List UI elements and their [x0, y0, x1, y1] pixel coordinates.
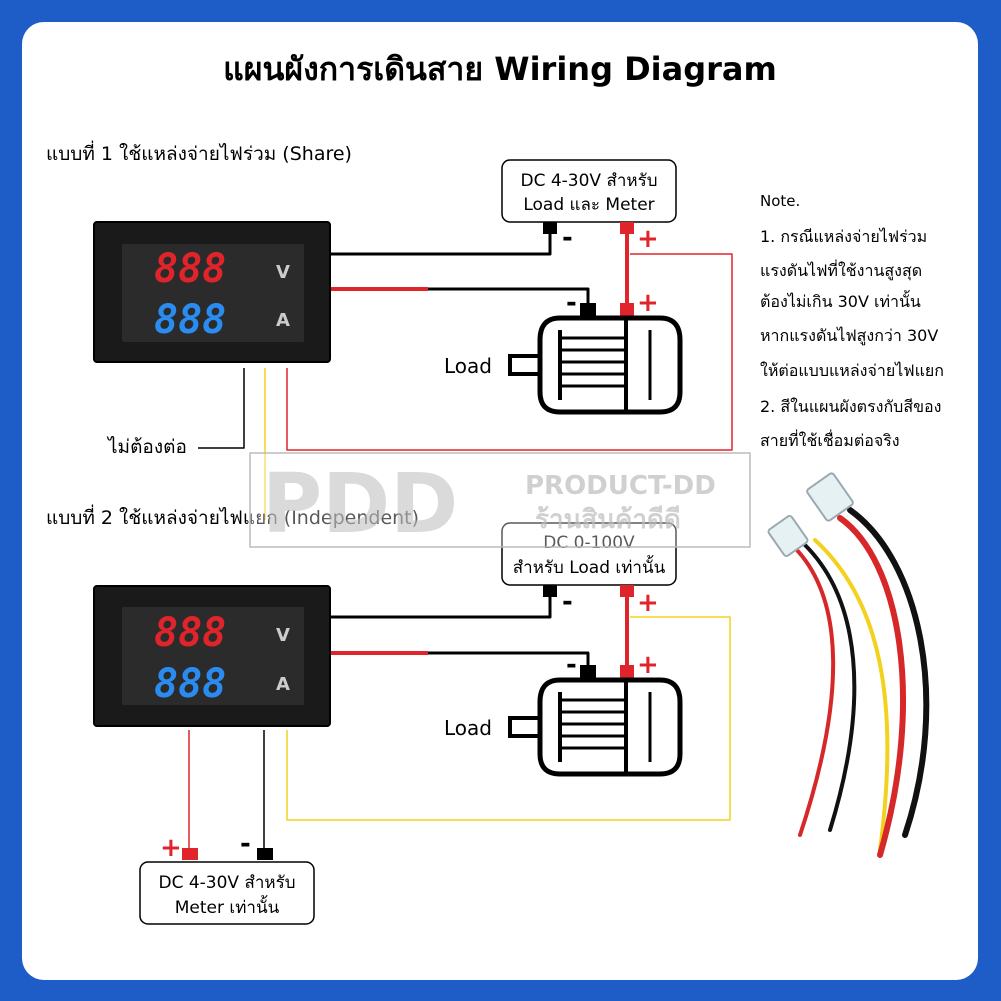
- note-line: 1. กรณีแหล่งจ่ายไฟร่วม: [760, 227, 927, 246]
- watermark: PDD PRODUCT-DD ร้านสินค้าดีดี: [249, 452, 751, 552]
- wire-black-load: [428, 287, 590, 308]
- section1-label: แบบที่ 1 ใช้แหล่งจ่ายไฟร่วม (Share): [46, 140, 352, 165]
- terminal-neg-supply2: [543, 585, 557, 597]
- load-label-2: Load: [444, 716, 492, 740]
- wire-thin-yellow-loop: [286, 616, 731, 821]
- meter-supply-line1: DC 4-30V สำหรับ: [158, 873, 295, 893]
- no-connect-label: ไม่ต้องต่อ: [106, 436, 187, 458]
- note-block: Note. 1. กรณีแหล่งจ่ายไฟร่วม แรงดันไฟที่…: [760, 192, 944, 450]
- meter-1: 888 888 V A: [93, 221, 331, 363]
- amp-digits: 888: [154, 297, 226, 343]
- load-label-1: Load: [444, 354, 492, 378]
- volt-unit: V: [276, 625, 290, 646]
- motor-terminal-pos: [620, 303, 634, 317]
- motor-1: - +: [508, 288, 683, 415]
- watermark-brand-thai: ร้านสินค้าดีดี: [535, 505, 681, 535]
- motor-terminal-pos: [620, 665, 634, 679]
- supply-box-2-line1: DC 0-100V: [543, 533, 635, 553]
- amp-unit: A: [276, 310, 290, 331]
- section2-label: แบบที่ 2 ใช้แหล่งจ่ายไฟแยก (Independent): [46, 504, 419, 529]
- note-line: แรงดันไฟที่ใช้งานสูงสุด: [760, 259, 922, 281]
- wire-black-supply: [330, 594, 552, 619]
- meter-supply-box: [139, 861, 315, 925]
- wire-black-supply: [330, 230, 552, 256]
- meter-display: [122, 607, 304, 705]
- watermark-brand: PRODUCT-DD: [525, 471, 716, 501]
- motor-body: [537, 315, 683, 415]
- note-heading: Note.: [760, 192, 800, 210]
- minus-sign: -: [562, 587, 573, 617]
- motor-terminal-neg: [580, 665, 596, 679]
- motor-body: [537, 677, 683, 777]
- connector-plug: [806, 472, 854, 522]
- plus-sign: +: [160, 833, 182, 863]
- terminal-neg-meter-supply: [257, 848, 273, 860]
- volt-digits: 888: [154, 610, 226, 656]
- meter-2: 888 888 V A: [93, 585, 331, 727]
- supply-box-1: [501, 159, 677, 223]
- supply-box-1-line2: Load และ Meter: [523, 195, 654, 215]
- connector-plug: [767, 515, 809, 557]
- note-line: สายที่ใช้เชื่อมต่อจริง: [760, 429, 900, 450]
- note-line: 2. สีในแผนผังตรงกับสีของ: [760, 397, 941, 416]
- watermark-logo: PDD: [262, 457, 458, 552]
- section1-wires: [198, 230, 733, 520]
- minus-sign: -: [566, 650, 577, 680]
- motor-terminal-neg: [580, 303, 596, 317]
- note-line: หากแรงดันไฟสูงกว่า 30V: [760, 326, 938, 346]
- terminal-pos-meter-supply: [182, 848, 198, 860]
- diagram-title: แผนผังการเดินสาย Wiring Diagram: [223, 50, 777, 88]
- cable-image: [767, 472, 930, 858]
- supply-box-2: [501, 522, 677, 586]
- wire-black-load: [428, 651, 590, 670]
- wire-thin-black-noconnect: [198, 368, 245, 449]
- plus-sign: +: [637, 224, 659, 254]
- supply-box-2-line2: สำหรับ Load เท่านั้น: [513, 555, 666, 578]
- minus-sign: -: [566, 288, 577, 318]
- minus-sign: -: [562, 223, 573, 253]
- note-line: ต้องไม่เกิน 30V เท่านั้น: [760, 290, 921, 311]
- minus-sign: -: [240, 829, 251, 859]
- wire-thin-red-loop: [286, 253, 733, 451]
- terminal-neg-supply1: [543, 222, 557, 234]
- volt-digits: 888: [154, 246, 226, 292]
- plus-sign: +: [637, 650, 659, 680]
- supply-box-1-line1: DC 4-30V สำหรับ: [520, 171, 657, 191]
- meter-display: [122, 244, 304, 342]
- meter-supply-line2: Meter เท่านั้น: [175, 895, 280, 918]
- note-line: ให้ต่อแบบแหล่งจ่ายไฟแยก: [760, 361, 944, 380]
- plus-sign: +: [637, 288, 659, 318]
- terminal-pos-supply1: [620, 222, 634, 234]
- watermark-frame: [249, 452, 751, 548]
- section2-wires: [188, 594, 731, 848]
- motor-2: - +: [508, 650, 683, 777]
- terminal-pos-supply2: [620, 585, 634, 597]
- volt-unit: V: [276, 262, 290, 283]
- plus-sign: +: [637, 588, 659, 618]
- amp-unit: A: [276, 674, 290, 695]
- amp-digits: 888: [154, 661, 226, 707]
